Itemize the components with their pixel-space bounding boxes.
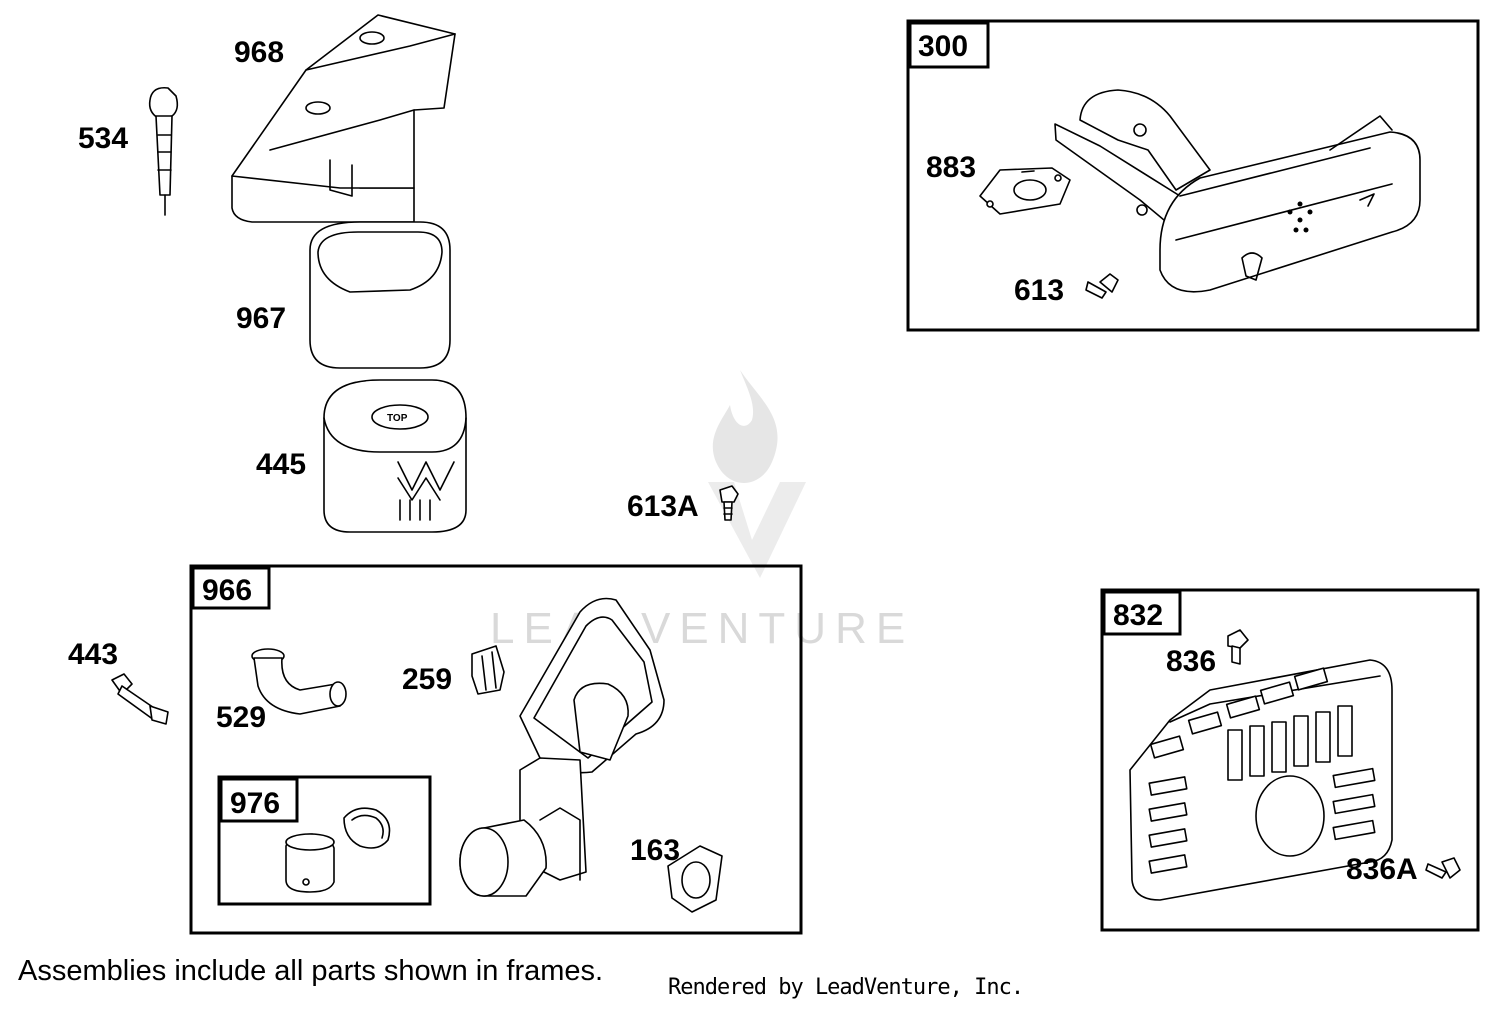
frame-label-832: 832 xyxy=(1113,599,1163,632)
gasket-883-part xyxy=(979,167,1071,215)
leadventure-watermark: LEADVENTURE xyxy=(490,370,914,653)
gasket-163-part xyxy=(667,845,723,913)
part-label-443: 443 xyxy=(68,638,118,671)
part-label-836a: 836A xyxy=(1346,853,1418,886)
air-filter-part: TOP xyxy=(323,379,467,533)
part-label-883: 883 xyxy=(926,151,976,184)
bolt-443-part xyxy=(111,673,169,725)
filter-top-marking: TOP xyxy=(387,413,408,424)
part-label-613: 613 xyxy=(1014,274,1064,307)
frame-label-966: 966 xyxy=(202,574,252,607)
frame-label-300: 300 xyxy=(918,30,968,63)
screw-836-part xyxy=(1227,629,1249,665)
frame-300: 300 xyxy=(906,19,1480,332)
part-label-968: 968 xyxy=(234,36,284,69)
air-cleaner-base-part xyxy=(459,597,665,897)
muffler-guard-part xyxy=(1129,659,1393,901)
frame-966: 966 xyxy=(189,564,803,935)
part-label-967: 967 xyxy=(236,302,286,335)
pre-cleaner-part xyxy=(309,221,451,369)
part-label-445: 445 xyxy=(256,448,306,481)
watermark-text: LEADVENTURE xyxy=(490,604,914,653)
screw-613-part xyxy=(1085,273,1119,299)
part-label-613a: 613A xyxy=(627,490,699,523)
part-label-534: 534 xyxy=(78,122,128,155)
part-label-529: 529 xyxy=(216,701,266,734)
elbow-529-part xyxy=(251,648,347,715)
frame-976: 976 xyxy=(217,775,432,906)
clamp-976-part xyxy=(343,807,391,849)
dipstick-part xyxy=(148,86,179,216)
part-label-163: 163 xyxy=(630,834,680,867)
frames-footnote: Assemblies include all parts shown in fr… xyxy=(18,955,604,987)
screw-613a-part xyxy=(719,485,739,521)
screw-836a-part xyxy=(1425,857,1461,879)
tube-976-part xyxy=(285,833,335,893)
air-cleaner-cover-part xyxy=(231,14,456,223)
part-label-836: 836 xyxy=(1166,645,1216,678)
watermark-flame-icon xyxy=(712,370,778,483)
muffler-part xyxy=(1054,89,1421,293)
frame-label-976: 976 xyxy=(230,787,280,820)
frame-832: 832 xyxy=(1100,588,1480,932)
clip-259-part xyxy=(471,645,505,695)
part-label-259: 259 xyxy=(402,663,452,696)
render-credit: Rendered by LeadVenture, Inc. xyxy=(668,975,1024,1000)
